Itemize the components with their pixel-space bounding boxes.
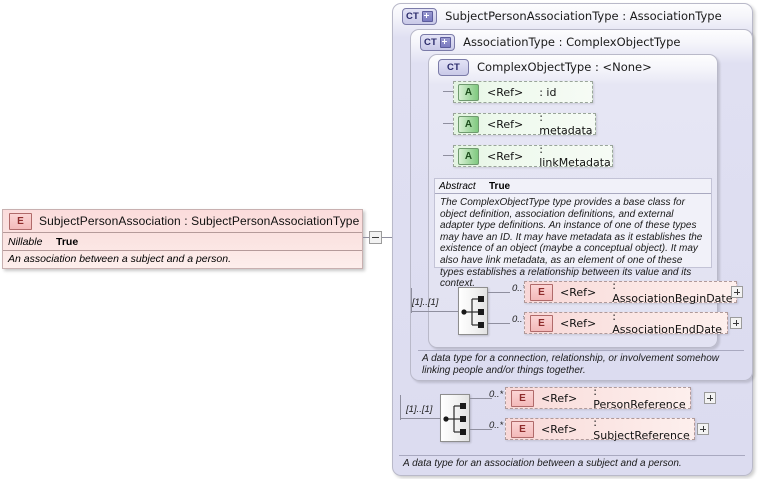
divider bbox=[3, 250, 362, 251]
badge-label: CT bbox=[446, 61, 461, 73]
element-ref: <Ref> bbox=[541, 391, 578, 405]
connector-line bbox=[363, 237, 369, 238]
element-box-title: SubjectPersonAssociation : SubjectPerson… bbox=[39, 214, 360, 228]
plus-box-icon[interactable] bbox=[704, 392, 716, 404]
attribute-badge-icon: A bbox=[458, 147, 479, 165]
element-name: : AssociationBeginDate bbox=[612, 279, 733, 305]
attribute-ref: <Ref> bbox=[487, 149, 524, 163]
occurrence-label: 0..* bbox=[512, 314, 527, 325]
attribute-ref: <Ref> bbox=[487, 117, 524, 131]
element-ref-subject-reference[interactable]: E <Ref> : SubjectReference bbox=[505, 416, 695, 442]
plus-box-icon[interactable] bbox=[697, 423, 709, 435]
connector-line bbox=[488, 292, 510, 293]
element-ref-association-end-date[interactable]: E <Ref> : AssociationEndDate bbox=[524, 310, 728, 336]
panel-header: CT AssociationType : ComplexObjectType bbox=[411, 30, 752, 54]
abstract-property-row: Abstract True bbox=[435, 179, 711, 194]
attribute-badge-icon: A bbox=[458, 115, 479, 133]
connector-line bbox=[443, 91, 455, 92]
attribute-row-id[interactable]: A <Ref> : id bbox=[453, 81, 593, 103]
connector-line bbox=[382, 237, 393, 238]
element-box-subject-person-association[interactable]: E SubjectPersonAssociation : SubjectPers… bbox=[2, 209, 363, 269]
element-name: : PersonReference bbox=[593, 385, 686, 411]
occurrence-label: 0..* bbox=[512, 283, 527, 294]
property-key: Abstract bbox=[439, 180, 476, 192]
attribute-row-link-metadata[interactable]: A <Ref> : linkMetadata bbox=[453, 143, 613, 169]
badge-label: CT bbox=[406, 10, 420, 22]
sequence-compositor-icon[interactable] bbox=[458, 287, 488, 335]
connector-line bbox=[470, 429, 492, 430]
connector-line bbox=[411, 311, 461, 312]
attribute-badge-icon: A bbox=[458, 83, 479, 101]
connector-line bbox=[400, 395, 401, 420]
property-value: True bbox=[56, 235, 79, 248]
subject-person-association-type-documentation: A data type for an association between a… bbox=[399, 455, 745, 473]
panel-header: CT SubjectPersonAssociationType : Associ… bbox=[393, 4, 752, 28]
plus-icon bbox=[422, 10, 434, 22]
element-ref-association-begin-date[interactable]: E <Ref> : AssociationBeginDate bbox=[524, 279, 737, 305]
occurrence-label: 0..* bbox=[489, 389, 504, 400]
complex-type-badge-icon: CT bbox=[420, 33, 456, 51]
sequence-glyph bbox=[461, 296, 484, 328]
element-documentation: An association between a subject and a p… bbox=[8, 253, 231, 265]
property-value: True bbox=[489, 180, 511, 192]
element-name: : SubjectReference bbox=[593, 416, 690, 442]
badge-label: CT bbox=[424, 36, 438, 48]
minus-box-icon[interactable] bbox=[369, 231, 382, 244]
connector-line bbox=[488, 323, 510, 324]
element-ref-person-reference[interactable]: E <Ref> : PersonReference bbox=[505, 385, 691, 411]
association-type-documentation: A data type for a connection, relationsh… bbox=[418, 350, 744, 376]
connector-line bbox=[411, 288, 412, 313]
connector-line bbox=[400, 418, 442, 419]
sequence-glyph bbox=[443, 403, 466, 435]
element-ref: <Ref> bbox=[560, 316, 597, 330]
attribute-row-metadata[interactable]: A <Ref> : metadata bbox=[453, 111, 596, 137]
element-badge-icon: E bbox=[511, 420, 534, 438]
element-badge-icon: E bbox=[511, 389, 534, 407]
divider bbox=[3, 232, 362, 233]
panel-header: CT ComplexObjectType : <None> bbox=[429, 55, 717, 79]
attribute-name: : linkMetadata bbox=[539, 143, 611, 169]
attribute-name: : metadata bbox=[539, 111, 593, 137]
element-name: : AssociationEndDate bbox=[612, 310, 723, 336]
element-box-header: E SubjectPersonAssociation : SubjectPers… bbox=[3, 210, 362, 232]
element-badge-icon: E bbox=[9, 212, 32, 230]
complex-type-badge-icon: CT bbox=[438, 58, 469, 76]
element-ref: <Ref> bbox=[541, 422, 578, 436]
element-badge-icon: E bbox=[530, 314, 553, 332]
attribute-ref: <Ref> bbox=[487, 85, 524, 99]
connector-line bbox=[443, 155, 455, 156]
occurrence-label: 0..* bbox=[489, 420, 504, 431]
panel-title: SubjectPersonAssociationType : Associati… bbox=[445, 9, 722, 23]
plus-box-icon[interactable] bbox=[730, 317, 742, 329]
connector-line bbox=[443, 123, 455, 124]
sequence-compositor-icon[interactable] bbox=[440, 394, 470, 442]
plus-icon bbox=[440, 36, 452, 48]
element-badge-icon: E bbox=[530, 283, 553, 301]
complex-type-badge-icon: CT bbox=[402, 7, 438, 25]
panel-title: AssociationType : ComplexObjectType bbox=[463, 35, 681, 49]
plus-box-icon[interactable] bbox=[731, 286, 743, 298]
panel-title: ComplexObjectType : <None> bbox=[477, 60, 652, 74]
connector-line bbox=[470, 398, 492, 399]
cardinality-label-association-type: [1]..[1] bbox=[412, 297, 439, 308]
attribute-name: : id bbox=[539, 85, 557, 99]
element-property-nillable: Nillable True bbox=[3, 233, 362, 250]
documentation-text: The ComplexObjectType type provides a ba… bbox=[440, 197, 703, 290]
element-ref: <Ref> bbox=[560, 285, 597, 299]
property-key: Nillable bbox=[8, 235, 43, 248]
cardinality-label-subject-person-association-type: [1]..[1] bbox=[406, 404, 433, 415]
complex-object-type-documentation-box: Abstract True The ComplexObjectType type… bbox=[434, 178, 712, 289]
